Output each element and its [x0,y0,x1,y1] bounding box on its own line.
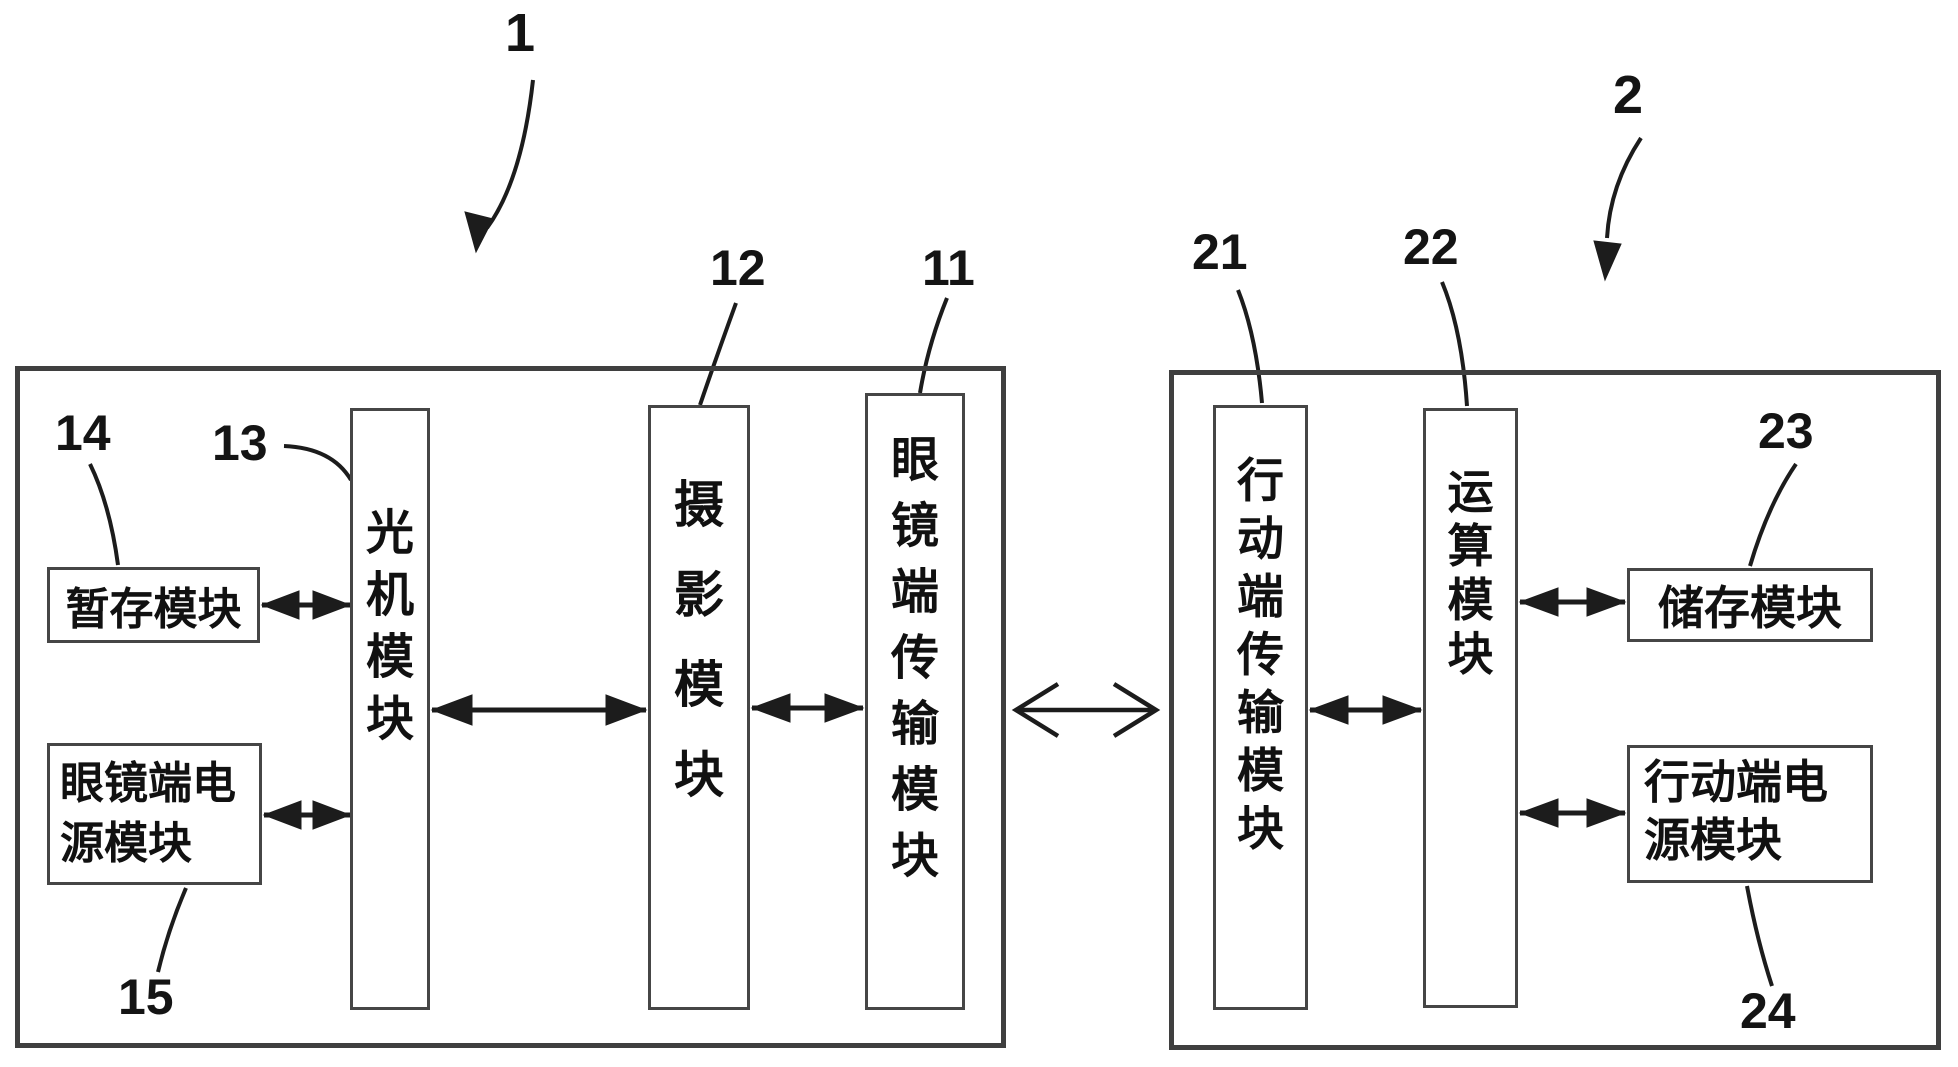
ref-label-12: 12 [710,240,766,296]
ref-label-11: 11 [922,240,975,296]
module-23-storage: 储存模块 [1627,568,1873,642]
ref-label-21: 21 [1192,224,1248,280]
ref-label-2: 2 [1613,65,1644,125]
module-23-label: 储存模块 [1658,583,1842,634]
ref-label-13: 13 [212,415,268,471]
module-22-computing: 运算模块 [1423,408,1518,1008]
module-15-glasses-power: 眼镜端电源模块 [47,743,262,885]
leader-arrowhead [464,211,494,254]
ref-label-22: 22 [1403,219,1459,275]
module-24-mobile-power: 行动端电源模块 [1627,745,1873,883]
leader-curve [485,79,535,230]
module-24-label: 行动端电源模块 [1644,757,1828,866]
module-11-label: 眼镜端传输模块 [891,434,940,883]
ref-label-23: 23 [1758,403,1814,459]
module-22-label: 运算模块 [1447,467,1494,680]
open-chevron-right [1112,682,1161,738]
module-15-label: 眼镜端电源模块 [60,759,236,868]
system-1-box [15,366,1006,1048]
module-14-label: 暂存模块 [65,585,242,634]
ref-label-1: 1 [505,3,536,63]
ref-label-14: 14 [55,405,111,461]
ref-label-24: 24 [1740,983,1796,1039]
module-13-optical-engine: 光机模块 [350,408,430,1010]
system-2-box [1169,370,1941,1050]
system-link-arrow [1011,682,1161,738]
module-14-temp-storage: 暂存模块 [47,567,260,643]
module-12-camera: 摄影模块 [648,405,750,1010]
module-21-label: 行动端传输模块 [1237,456,1284,856]
leader-curve [1605,136,1643,239]
module-21-mobile-transmission: 行动端传输模块 [1213,405,1308,1010]
leader-arrowhead [1593,240,1622,282]
open-chevron-left [1011,682,1060,738]
module-12-label: 摄影模块 [674,477,724,803]
ref-label-15: 15 [118,969,174,1025]
leader-2 [1593,136,1643,282]
leader-1 [464,79,535,254]
module-11-glasses-transmission: 眼镜端传输模块 [865,393,965,1010]
module-13-label: 光机模块 [366,507,415,746]
